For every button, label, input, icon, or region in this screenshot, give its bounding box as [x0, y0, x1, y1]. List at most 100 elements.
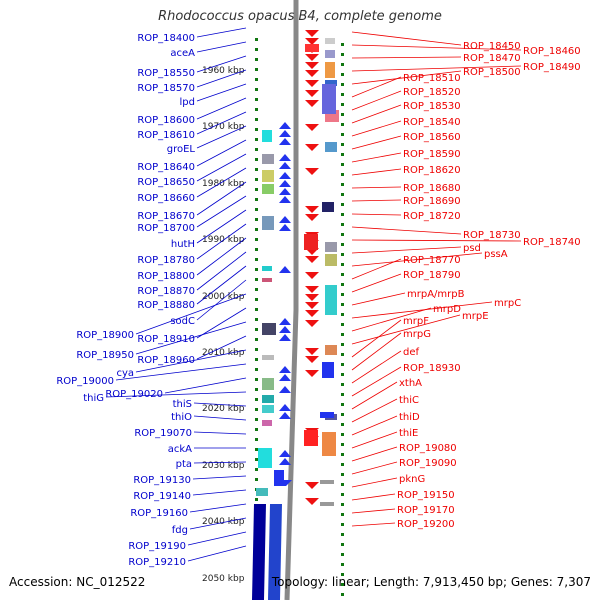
tick-mark — [341, 333, 344, 336]
tick-mark — [341, 423, 344, 426]
right-gene-label: ROP_18740 — [523, 237, 581, 248]
left-connector — [192, 489, 247, 496]
tick-mark — [341, 63, 344, 66]
tick-mark — [341, 313, 344, 316]
gene-feature-block — [262, 278, 272, 282]
reverse-gene-arrow — [305, 482, 319, 489]
tick-mark — [255, 358, 258, 361]
tick-mark — [341, 203, 344, 206]
tick-mark — [341, 263, 344, 266]
forward-gene-arrow — [274, 470, 292, 486]
right-connector — [351, 398, 398, 423]
forward-gene-arrow — [279, 180, 291, 187]
gene-feature-block — [262, 130, 272, 142]
right-connector — [351, 273, 402, 293]
forward-gene-arrow — [279, 374, 291, 381]
right-gene-label: ROP_18490 — [523, 62, 581, 73]
right-connector — [351, 477, 398, 488]
left-connector — [196, 265, 247, 305]
right-gene-label: mrpA/mrpB — [407, 289, 465, 300]
tick-mark — [341, 493, 344, 496]
right-gene-label: ROP_18590 — [403, 149, 461, 160]
right-connector — [351, 493, 396, 501]
right-connector — [351, 152, 402, 163]
gene-feature-block — [262, 420, 272, 426]
forward-gene-arrow — [279, 404, 291, 411]
forward-gene-arrow — [279, 266, 291, 273]
left-connector — [189, 503, 247, 513]
right-gene-label: psd — [463, 243, 481, 254]
reverse-gene-arrow — [305, 80, 319, 87]
reverse-gene-arrow — [305, 90, 319, 97]
left-gene-label: cya — [116, 368, 134, 379]
right-gene-label: ROP_19200 — [397, 519, 455, 530]
reverse-gene-arrow — [305, 124, 319, 131]
tick-mark — [341, 563, 344, 566]
kbp-label: 1970 kbp — [202, 122, 245, 132]
kbp-label: 2050 kbp — [202, 574, 245, 584]
tick-mark — [341, 463, 344, 466]
reverse-gene-arrow — [305, 62, 319, 69]
left-connector — [196, 69, 247, 88]
reverse-gene-arrow — [305, 320, 319, 327]
left-connector — [196, 27, 247, 38]
tick-mark — [341, 353, 344, 356]
left-connector — [115, 363, 247, 381]
tick-mark — [255, 38, 258, 41]
accession-text: Accession: NC_012522 — [9, 575, 146, 589]
left-gene-label: ROP_19070 — [134, 428, 192, 439]
left-connector — [187, 545, 247, 562]
reverse-gene-arrow — [305, 168, 319, 175]
gene-feature-block — [262, 216, 274, 230]
right-gene-label: ROP_18560 — [403, 132, 461, 143]
right-connector — [351, 446, 398, 462]
tick-mark — [255, 348, 258, 351]
forward-gene-arrow — [279, 318, 291, 325]
left-gene-label: ROP_18960 — [137, 355, 195, 366]
forward-gene-arrow — [279, 138, 291, 145]
left-gene-label: groEL — [167, 144, 196, 155]
forward-gene-arrow — [279, 130, 291, 137]
tick-mark — [255, 308, 258, 311]
reverse-gene-arrow — [305, 38, 319, 45]
left-gene-label: sodC — [170, 316, 195, 327]
right-connector — [351, 319, 402, 358]
tick-mark — [341, 503, 344, 506]
reverse-gene-arrow — [305, 70, 319, 77]
left-connector — [135, 349, 247, 373]
left-gene-label: ROP_18880 — [137, 300, 195, 311]
right-connector — [351, 199, 402, 202]
left-connector — [196, 55, 247, 73]
reverse-gene-arrow — [305, 214, 319, 221]
left-connector — [135, 293, 247, 335]
tick-mark — [255, 58, 258, 61]
left-gene-label: ROP_18600 — [137, 115, 195, 126]
tick-mark — [255, 438, 258, 441]
tick-mark — [341, 373, 344, 376]
right-connector — [351, 366, 402, 397]
right-connector — [351, 120, 402, 137]
right-connector — [351, 56, 462, 59]
forward-gene-arrow — [279, 326, 291, 333]
gene-feature-block — [262, 395, 274, 403]
tick-mark — [341, 283, 344, 286]
right-gene-label: thiC — [399, 395, 419, 406]
right-gene-label: ROP_18930 — [403, 363, 461, 374]
left-connector — [196, 237, 247, 276]
left-connector — [192, 475, 247, 480]
left-gene-label: ROP_18650 — [137, 177, 195, 188]
forward-gene-large — [268, 504, 282, 600]
right-connector — [351, 350, 402, 384]
kbp-label: 2020 kbp — [202, 404, 245, 414]
right-connector — [351, 44, 522, 51]
reverse-gene-arrow — [305, 348, 319, 355]
left-gene-label: hutH — [171, 239, 195, 250]
right-gene-label: ROP_19090 — [399, 458, 457, 469]
right-gene-label: mrpC — [494, 298, 521, 309]
tick-mark — [341, 43, 344, 46]
left-gene-label: ackA — [168, 444, 192, 455]
right-gene-label: ROP_18450 — [463, 41, 521, 52]
topology-text: Topology: linear; Length: 7,913,450 bp; … — [271, 575, 591, 589]
gene-feature-block — [322, 202, 334, 212]
left-connector — [105, 391, 247, 398]
